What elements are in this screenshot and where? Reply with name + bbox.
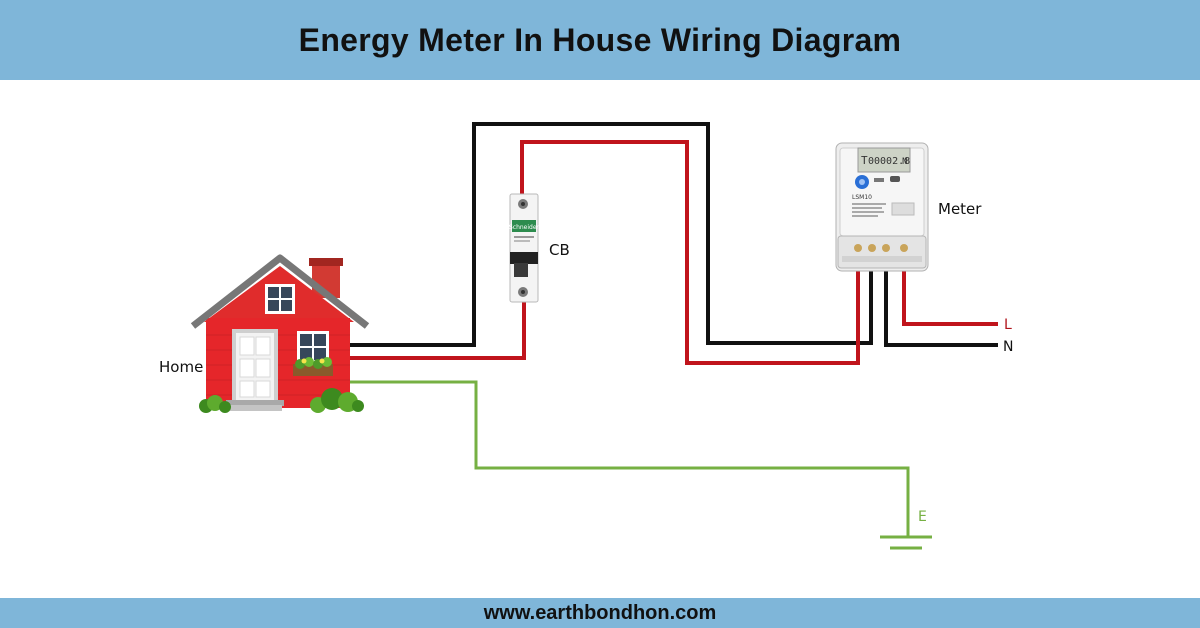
wiring-diagram: Schneider T 00002.8 N LSM10 Home CB Mete… (0, 80, 1200, 598)
neutral-label: N (1003, 339, 1013, 355)
meter-label: Meter (938, 200, 982, 218)
meter-display-suffix: N (902, 157, 907, 167)
supply-neutral-wire (884, 262, 998, 347)
line-label: L (1004, 317, 1012, 333)
breaker-brand: Schneider (509, 224, 540, 231)
circuit-breaker: Schneider (509, 193, 540, 303)
footer-banner: www.earthbondhon.com (0, 598, 1200, 628)
header-banner: Energy Meter In House Wiring Diagram (0, 0, 1200, 80)
cb-label: CB (549, 241, 570, 259)
earth-label: E (918, 509, 927, 525)
page-title: Energy Meter In House Wiring Diagram (298, 21, 902, 58)
line-wire-house-to-cb (350, 292, 526, 360)
home-label: Home (159, 358, 203, 376)
earth-wire (350, 380, 910, 537)
footer-url: www.earthbondhon.com (483, 601, 717, 624)
neutral-wire-house-to-meter (350, 122, 873, 347)
energy-meter: T 00002.8 N LSM10 (835, 142, 929, 272)
ground-symbol (880, 535, 932, 550)
house-illustration (190, 254, 370, 413)
meter-display-prefix: T (861, 154, 868, 167)
meter-display-reading: 00002.8 (868, 156, 910, 167)
line-wire-cb-to-meter (520, 140, 860, 365)
meter-model: LSM10 (852, 194, 872, 201)
supply-line-wire (902, 262, 998, 326)
